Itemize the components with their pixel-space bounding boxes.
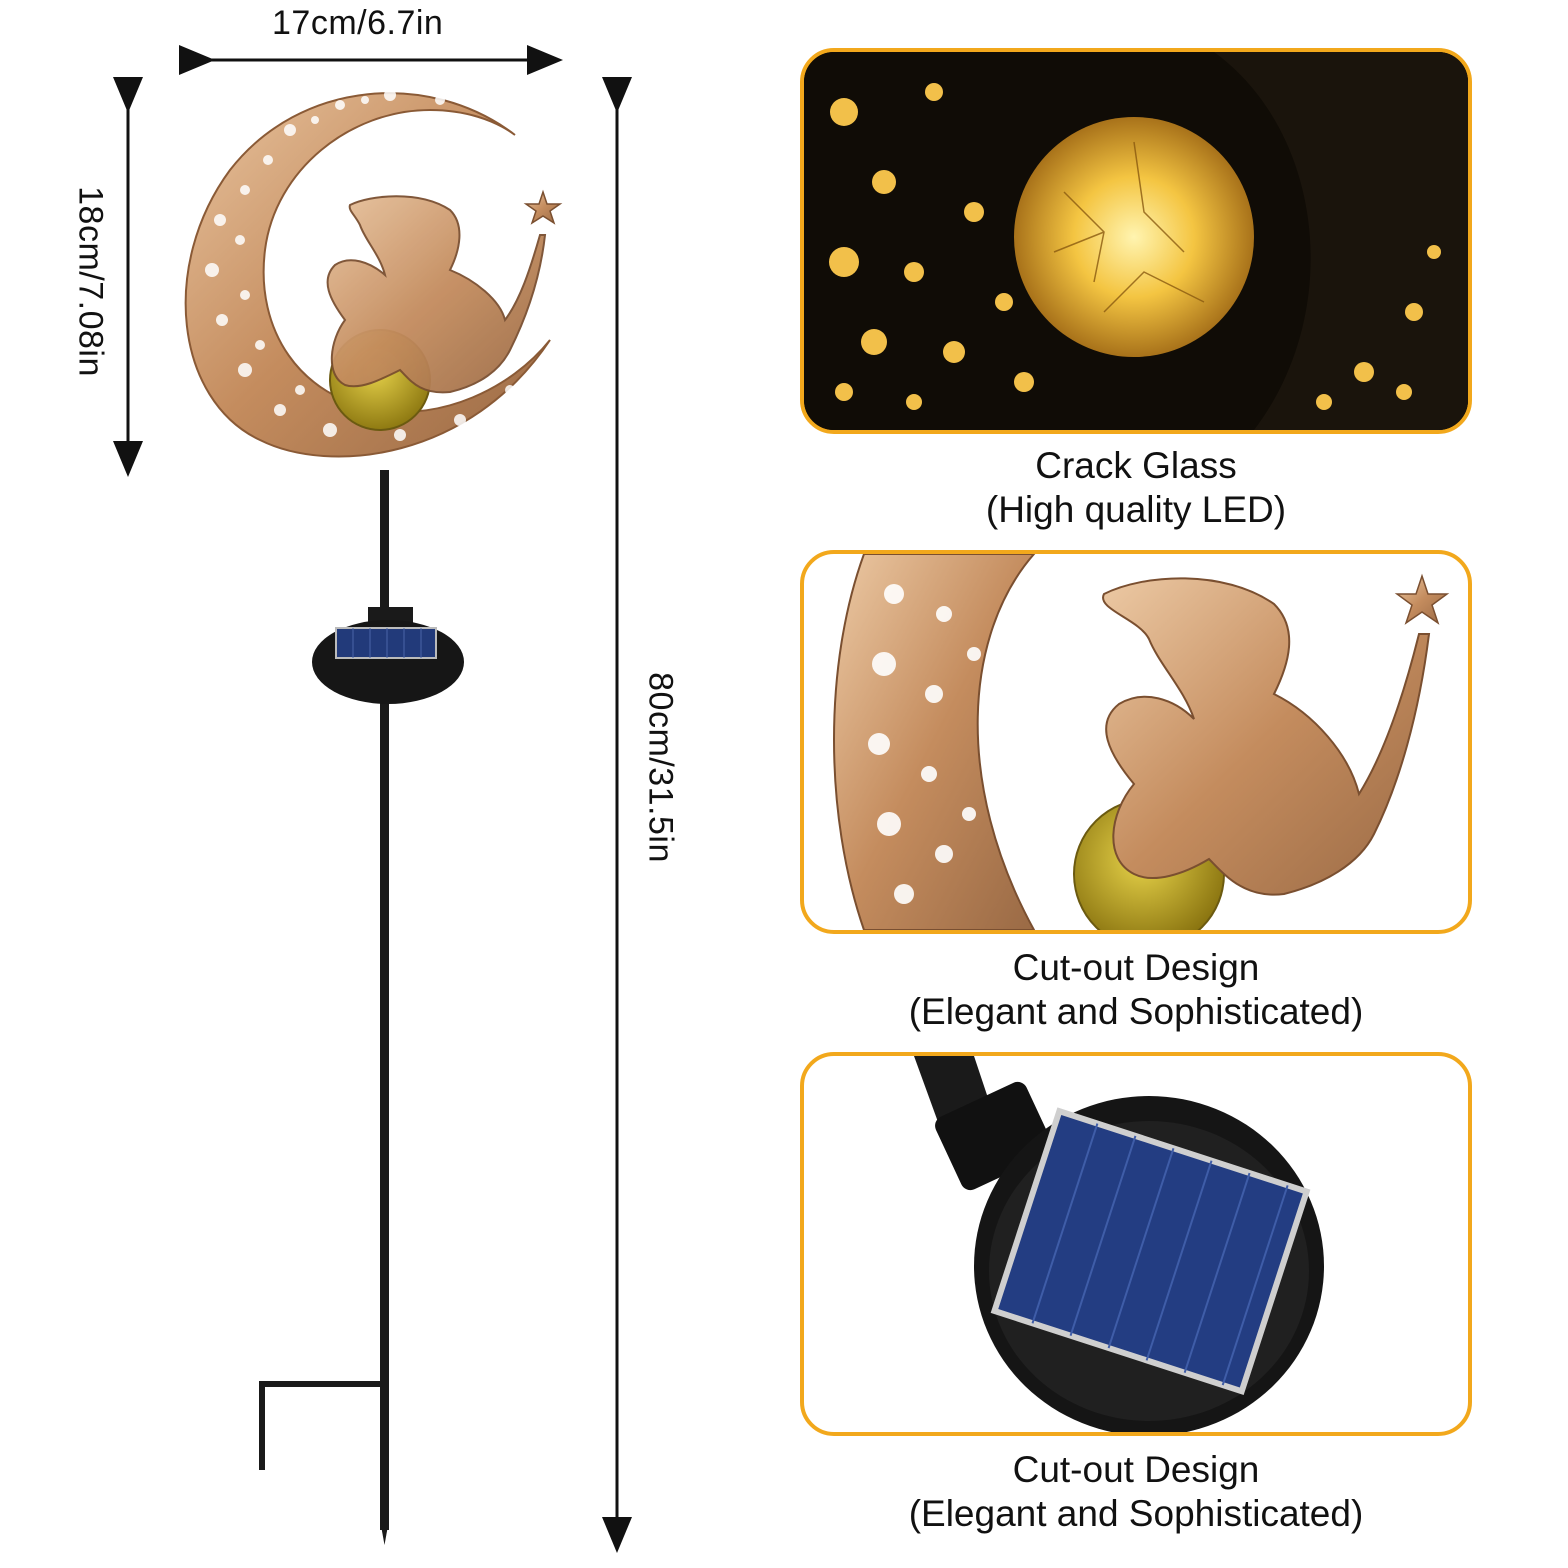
cutout-design-image — [833, 554, 1450, 930]
wand-star — [523, 189, 563, 225]
caption-subtitle: (Elegant and Sophisticated) — [908, 991, 1364, 1032]
solar-panel-image — [914, 1056, 1324, 1432]
product-illustration — [184, 89, 563, 1545]
crack-glass-image — [804, 52, 1468, 430]
stake-prong — [259, 1381, 381, 1470]
moon-crescent — [184, 92, 551, 458]
dimension-lines — [113, 45, 632, 1553]
cutout-light-patterns — [829, 83, 1441, 410]
caption-title: Crack Glass — [1035, 445, 1237, 486]
total-height-label: 80cm/31.5in — [641, 672, 680, 863]
panel-crack-glass — [800, 48, 1472, 434]
caption-crack-glass: Crack Glass (High quality LED) — [800, 444, 1472, 532]
caption-title: Cut-out Design — [1012, 1449, 1260, 1490]
moon-cutouts — [205, 89, 515, 441]
stake-pole — [380, 470, 389, 1530]
head-height-label: 18cm/7.08in — [71, 186, 110, 377]
caption-cutout-design-2: Cut-out Design (Elegant and Sophisticate… — [800, 1448, 1472, 1536]
caption-subtitle: (Elegant and Sophisticated) — [908, 1493, 1364, 1534]
width-label: 17cm/6.7in — [272, 4, 444, 42]
panel-cutout-design — [800, 550, 1472, 934]
caption-cutout-design-1: Cut-out Design (Elegant and Sophisticate… — [800, 946, 1472, 1034]
caption-subtitle: (High quality LED) — [985, 489, 1287, 530]
fairy-figure — [326, 195, 547, 394]
panel-solar-panel — [800, 1052, 1472, 1436]
caption-title: Cut-out Design — [1012, 947, 1260, 988]
